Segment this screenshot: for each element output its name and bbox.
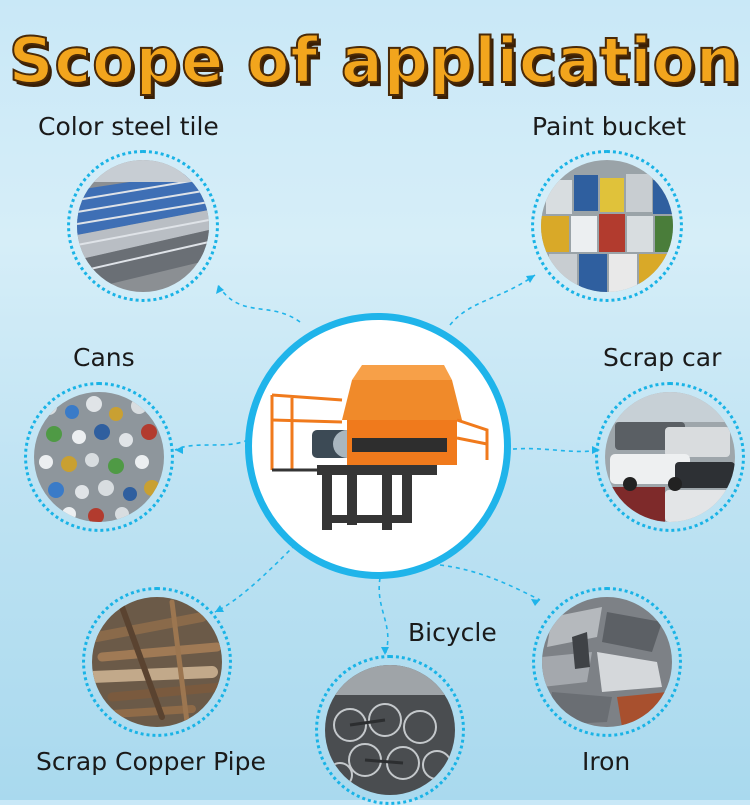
ring-paint-bucket bbox=[531, 150, 683, 302]
image-color-steel-tile bbox=[77, 160, 209, 292]
image-bicycle bbox=[325, 665, 455, 795]
arrowhead-copper bbox=[215, 605, 224, 612]
label-cans: Cans bbox=[73, 343, 135, 372]
arrowhead-paint bbox=[526, 275, 535, 283]
ring-iron bbox=[532, 587, 682, 737]
label-bicycle: Bicycle bbox=[408, 618, 497, 647]
connector-steel-tile bbox=[217, 284, 301, 323]
label-paint-bucket: Paint bucket bbox=[532, 112, 687, 141]
connector-bicycle bbox=[378, 577, 389, 656]
label-color-steel-tile: Color steel tile bbox=[38, 112, 219, 141]
image-scrap-car bbox=[605, 392, 735, 522]
image-cans bbox=[34, 392, 164, 522]
center-machine-frame bbox=[245, 313, 511, 579]
ring-scrap-car bbox=[595, 382, 745, 532]
page-title: Scope of application bbox=[8, 23, 742, 98]
arrowhead-bicycle bbox=[381, 647, 389, 655]
ring-color-steel-tile bbox=[67, 150, 219, 302]
ring-scrap-copper-pipe bbox=[82, 587, 232, 737]
connector-paint-bucket bbox=[449, 274, 536, 326]
ring-cans bbox=[24, 382, 174, 532]
connector-cans bbox=[174, 439, 249, 451]
label-scrap-car: Scrap car bbox=[603, 343, 722, 372]
connector-copper-pipe bbox=[214, 544, 296, 613]
label-iron: Iron bbox=[582, 747, 631, 776]
image-scrap-copper-pipe bbox=[92, 597, 222, 727]
image-paint-bucket bbox=[541, 160, 673, 292]
arrowhead-iron bbox=[531, 599, 540, 606]
image-iron bbox=[542, 597, 672, 727]
shredder-machine-image bbox=[270, 365, 489, 530]
label-scrap-copper-pipe: Scrap Copper Pipe bbox=[36, 747, 266, 776]
arrowhead-steel bbox=[216, 285, 224, 294]
connector-scrap-car bbox=[504, 447, 601, 453]
arrowhead-cans bbox=[175, 446, 183, 454]
